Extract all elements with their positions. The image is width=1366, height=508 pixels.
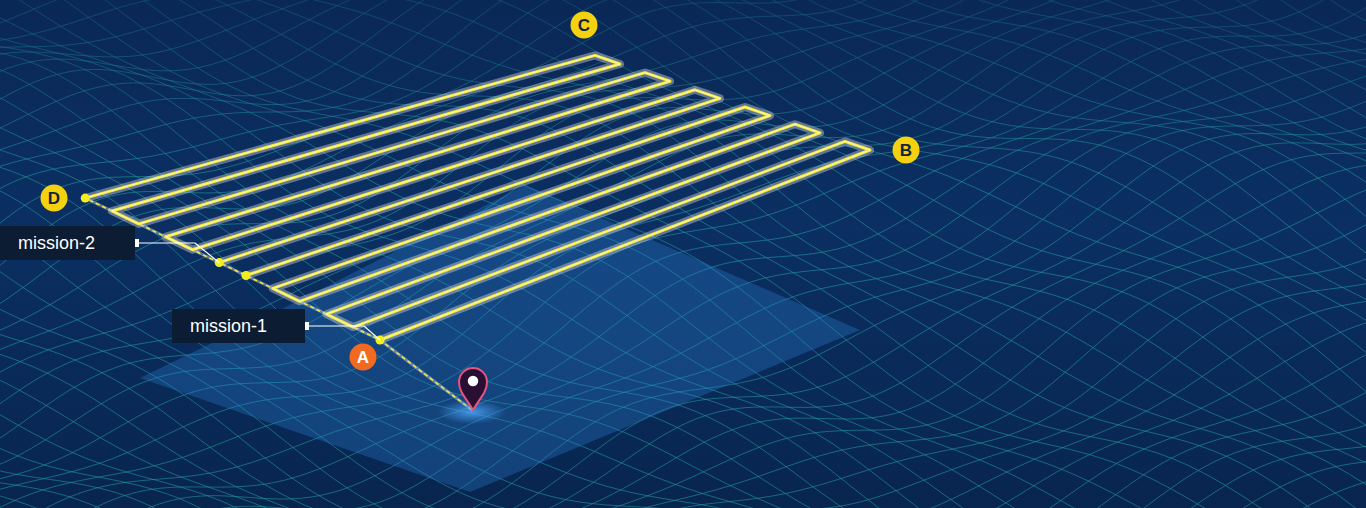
path-halo bbox=[85, 55, 720, 262]
waypoint-dot bbox=[81, 194, 90, 203]
mission-name: mission-2 bbox=[18, 234, 95, 252]
pin-dot bbox=[467, 375, 479, 387]
point-marker: D bbox=[40, 184, 68, 212]
marker-fill bbox=[893, 137, 920, 164]
pin-marker bbox=[459, 368, 487, 410]
waypoint-dot bbox=[242, 271, 251, 280]
point-marker: C bbox=[570, 11, 598, 39]
point-marker: B bbox=[892, 136, 920, 164]
marker-fill bbox=[41, 185, 68, 212]
mission-label: mission-1 bbox=[172, 309, 305, 343]
leader-line bbox=[305, 326, 380, 340]
marker-fill bbox=[571, 12, 598, 39]
flight-path bbox=[81, 55, 870, 410]
mission-label: mission-2 bbox=[0, 226, 135, 260]
point-letter: A bbox=[357, 349, 369, 366]
flight-line bbox=[85, 55, 720, 262]
marker-fill bbox=[350, 344, 377, 371]
point-letter: C bbox=[578, 17, 590, 34]
point-marker: A bbox=[349, 343, 377, 371]
flight-core bbox=[85, 55, 720, 262]
point-letter: B bbox=[900, 142, 912, 159]
point-letter: D bbox=[48, 190, 60, 207]
leader-line bbox=[135, 243, 219, 263]
mission-name: mission-1 bbox=[190, 317, 267, 335]
home-pin bbox=[438, 368, 506, 424]
